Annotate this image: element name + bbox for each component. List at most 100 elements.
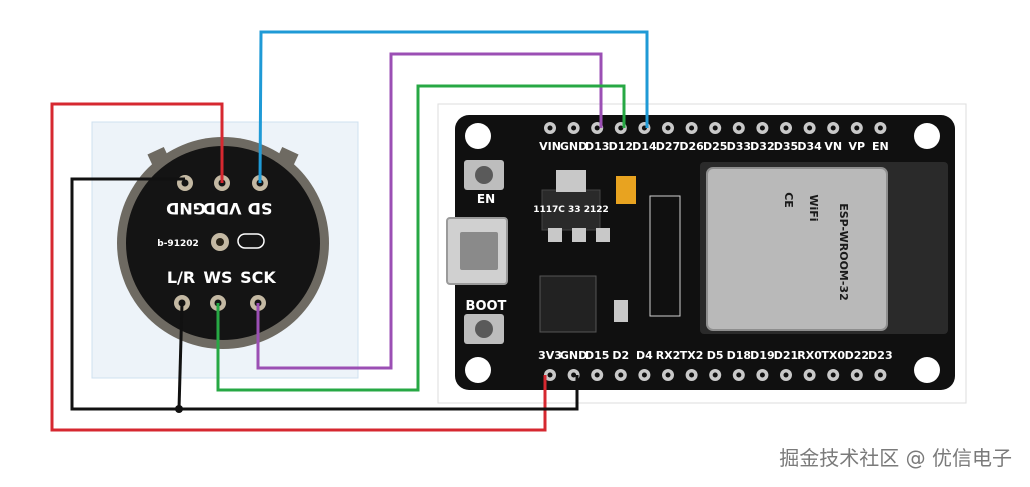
wire-sd-d14	[258, 30, 649, 184]
bottom-pin-label: TX0	[821, 349, 845, 362]
regulator-marking: 1117C 33 2122	[533, 205, 609, 215]
en-button-cap	[475, 166, 493, 184]
top-pin-hole	[712, 125, 718, 131]
bottom-pin-hole	[736, 372, 742, 378]
top-pin-label: VP	[849, 140, 866, 153]
wire-ws-d12	[216, 84, 626, 392]
top-pin-label: D32	[750, 140, 774, 153]
mic-label-ws: WS	[203, 268, 232, 287]
bottom-pin-label: RX0	[797, 349, 822, 362]
top-pin-label: D34	[797, 140, 822, 153]
bottom-pin-label: D19	[750, 349, 774, 362]
mount-hole-bl	[465, 357, 491, 383]
micro-usb-opening	[460, 232, 498, 270]
smd-component	[548, 228, 562, 242]
wire-ground-gnd	[70, 177, 579, 411]
wire-power-vdd-3v3	[50, 102, 547, 432]
top-pin-label: D35	[774, 140, 798, 153]
mount-hole-br	[914, 357, 940, 383]
top-pin-hole	[571, 125, 577, 131]
top-pin-hole	[618, 125, 624, 131]
smd-component	[614, 300, 628, 322]
bottom-header	[544, 369, 887, 381]
bottom-pin-label: D22	[845, 349, 869, 362]
boot-button-label: BOOT	[466, 299, 507, 314]
top-pin-hole	[830, 125, 836, 131]
bottom-pin-hole	[594, 372, 600, 378]
top-pin-label: GND	[560, 140, 587, 153]
bottom-pin-hole	[712, 372, 718, 378]
wroom-ce-mark: CE	[782, 192, 795, 208]
bottom-pin-label: D2	[612, 349, 629, 362]
bottom-pin-label: 3V3	[538, 349, 562, 362]
tantalum-capacitor	[616, 176, 636, 204]
bottom-pin-hole	[665, 372, 671, 378]
bottom-pin-label: RX2	[656, 349, 681, 362]
mic-logo-mark	[237, 233, 265, 249]
bottom-pin-label: D15	[585, 349, 609, 362]
en-button-label: EN	[477, 192, 495, 206]
bottom-pin-label: D23	[868, 349, 892, 362]
ground-junction	[175, 405, 183, 413]
bottom-pin-label: D21	[774, 349, 798, 362]
smd-component	[572, 228, 586, 242]
top-pin-label: D12	[609, 140, 633, 153]
wires	[50, 30, 649, 432]
mic-side-mark: b-91202	[157, 239, 199, 249]
top-header	[544, 122, 887, 134]
bottom-pin-label: D4	[636, 349, 653, 362]
bottom-pin-hole	[854, 372, 860, 378]
usb-uart-chip	[539, 275, 597, 333]
mic-label-gnd: GND	[166, 199, 206, 218]
top-pin-hole	[736, 125, 742, 131]
bottom-pin-label: GND	[560, 349, 587, 362]
bottom-pin-label: D18	[727, 349, 751, 362]
top-pin-label: VN	[824, 140, 842, 153]
bottom-pin-hole	[547, 372, 553, 378]
bottom-pin-label: D5	[707, 349, 724, 362]
mic-label-lr: L/R	[167, 268, 195, 287]
top-pin-hole	[783, 125, 789, 131]
regulator-tab	[556, 170, 586, 192]
top-pin-label: VIN	[539, 140, 561, 153]
bottom-pin-hole	[759, 372, 765, 378]
top-pin-hole	[689, 125, 695, 131]
inmp441-microphone: GND VDD SD L/R WS SCK b-91202	[117, 137, 329, 349]
wroom-wifi-logo: WiFi	[807, 194, 820, 221]
top-pin-hole	[854, 125, 860, 131]
top-pin-label: D26	[679, 140, 704, 153]
wroom-module-shield	[706, 167, 888, 331]
wire-ground-lr	[177, 302, 184, 410]
top-pin-label: EN	[872, 140, 889, 153]
bottom-pin-hole	[571, 372, 577, 378]
top-pin-label: D13	[585, 140, 609, 153]
top-pin-label: D33	[727, 140, 751, 153]
wroom-module-label: ESP-WROOM-32	[837, 203, 850, 301]
boot-button-cap	[475, 320, 493, 338]
mount-hole-tl	[465, 123, 491, 149]
top-pin-hole	[877, 125, 883, 131]
top-pin-hole	[547, 125, 553, 131]
top-pin-hole	[759, 125, 765, 131]
smd-component	[596, 228, 610, 242]
bottom-pin-hole	[783, 372, 789, 378]
top-pin-label: D14	[632, 140, 657, 153]
bottom-pin-hole	[877, 372, 883, 378]
bottom-pin-label: TX2	[680, 349, 704, 362]
bottom-pin-hole	[689, 372, 695, 378]
top-pin-label: D27	[656, 140, 680, 153]
bottom-pin-hole	[807, 372, 813, 378]
mount-hole-tr	[914, 123, 940, 149]
watermark-text: 掘金技术社区 @ 优信电子	[779, 446, 1012, 470]
bottom-pin-hole	[641, 372, 647, 378]
top-pin-hole	[665, 125, 671, 131]
bottom-pin-hole	[830, 372, 836, 378]
wire-sck-d13	[256, 52, 603, 370]
mic-label-vdd: VDD	[203, 199, 242, 218]
bottom-pin-hole	[618, 372, 624, 378]
